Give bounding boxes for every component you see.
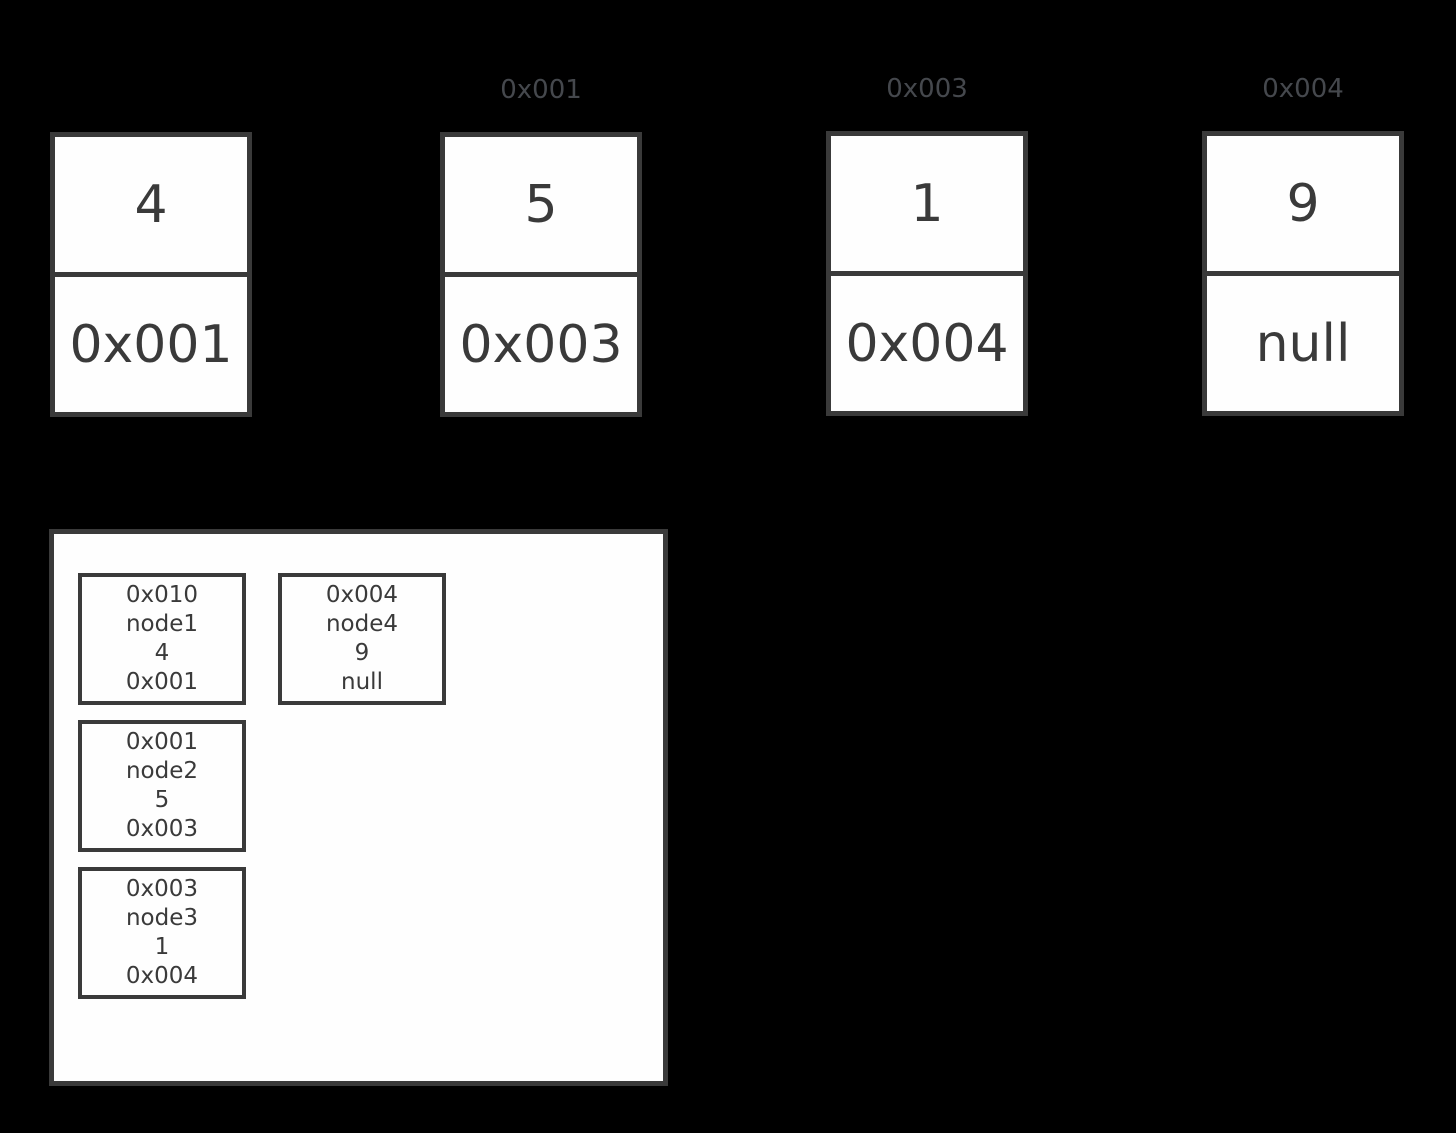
node-value-cell: 4 xyxy=(55,137,247,277)
record-address: 0x003 xyxy=(125,876,199,902)
node-value-cell: 1 xyxy=(831,136,1023,276)
memory-panel: 0x010 node1 4 0x001 0x004 node4 9 null 0… xyxy=(49,529,668,1086)
record-name: node2 xyxy=(125,758,199,784)
memory-record-node4: 0x004 node4 9 null xyxy=(278,573,446,705)
list-node-box-1: 4 0x001 xyxy=(50,132,252,417)
node-address-label: 0x003 xyxy=(886,74,968,104)
record-next: 0x003 xyxy=(125,816,199,842)
memory-record-node1: 0x010 node1 4 0x001 xyxy=(78,573,246,705)
record-address: 0x010 xyxy=(125,582,199,608)
record-next: 0x001 xyxy=(125,669,199,695)
record-address: 0x001 xyxy=(125,729,199,755)
node-address-label: 0x001 xyxy=(500,75,582,105)
list-node-box-4: 0x004 9 null xyxy=(1202,76,1404,416)
list-node-box-3: 0x003 1 0x004 xyxy=(826,76,1028,416)
record-next: null xyxy=(341,669,383,695)
record-value: 4 xyxy=(154,640,170,666)
record-value: 1 xyxy=(154,934,170,960)
record-next: 0x004 xyxy=(125,963,199,989)
node-value-cell: 9 xyxy=(1207,136,1399,276)
node-address-label: 0x004 xyxy=(1262,74,1344,104)
node-next-cell: null xyxy=(1255,313,1351,374)
node-next-cell: 0x004 xyxy=(845,313,1009,374)
list-node-box-2: 0x001 5 0x003 xyxy=(440,77,642,417)
record-name: node4 xyxy=(325,611,399,637)
node-value-cell: 5 xyxy=(445,137,637,277)
memory-record-node2: 0x001 node2 5 0x003 xyxy=(78,720,246,852)
record-value: 9 xyxy=(354,640,370,666)
record-address: 0x004 xyxy=(325,582,399,608)
node-next-cell: 0x001 xyxy=(69,314,233,375)
node-next-cell: 0x003 xyxy=(459,314,623,375)
memory-record-node3: 0x003 node3 1 0x004 xyxy=(78,867,246,999)
record-value: 5 xyxy=(154,787,170,813)
record-name: node1 xyxy=(125,611,199,637)
record-name: node3 xyxy=(125,905,199,931)
